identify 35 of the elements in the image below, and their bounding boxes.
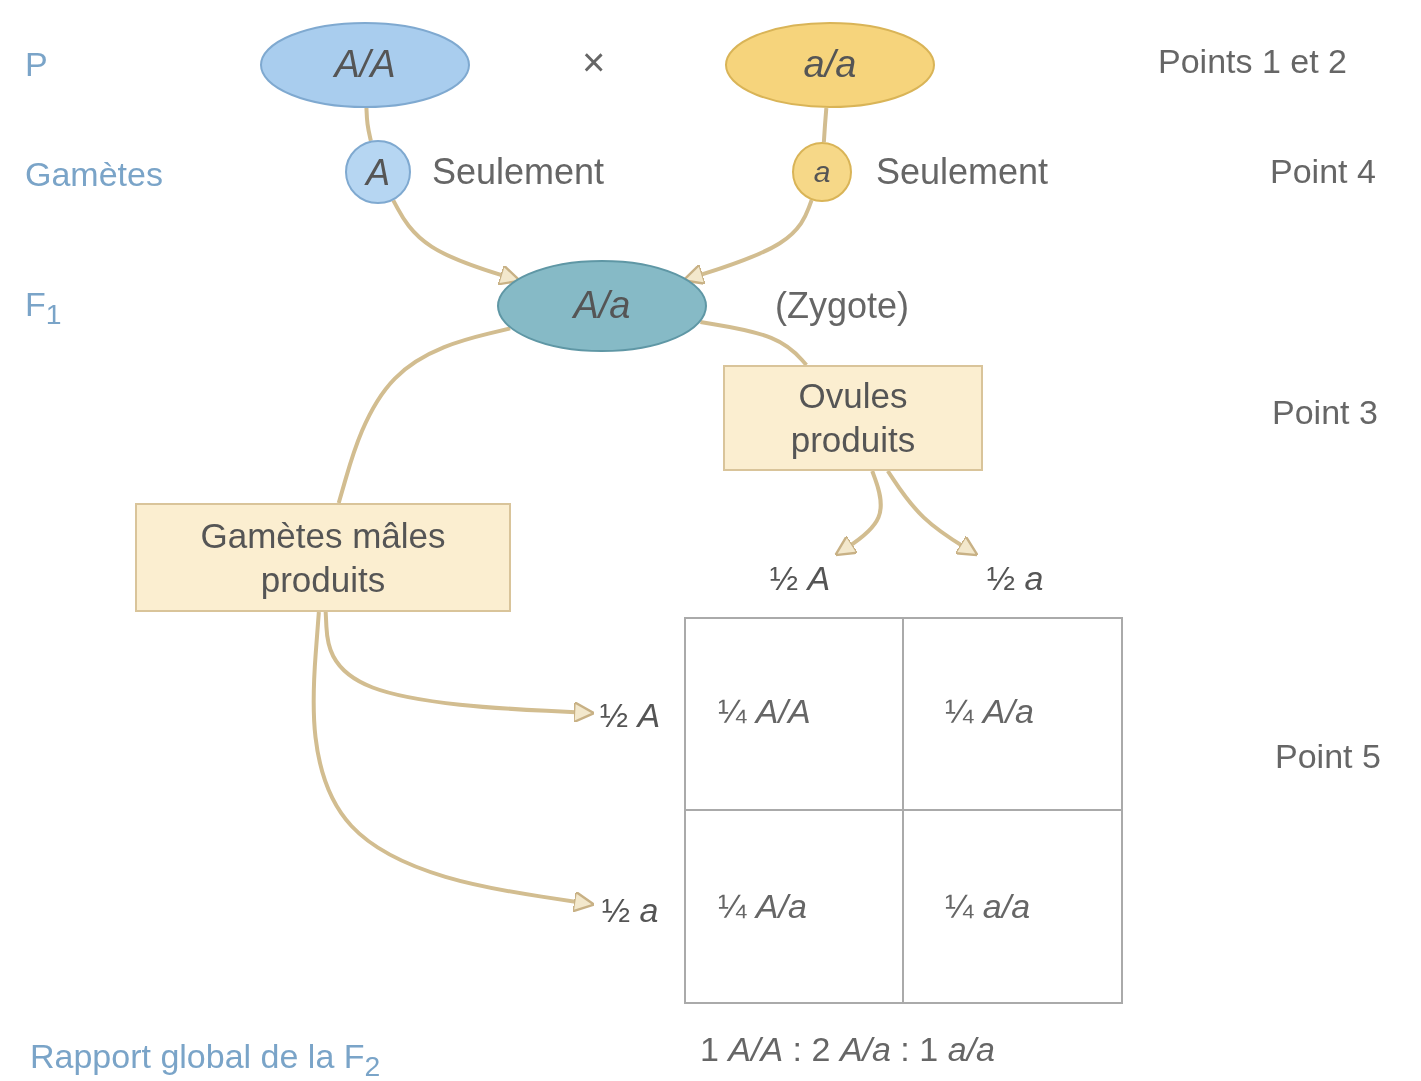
connector-line: [336, 326, 511, 504]
punnett-cell-text: ¼ A/a: [718, 887, 807, 926]
process-box: Ovules produits: [723, 365, 983, 471]
allele-fraction: ½ a: [590, 885, 670, 935]
arrow: [682, 199, 814, 285]
punnett-cell-text: ¼ a/a: [945, 887, 1031, 926]
process-box: Gamètes mâles produits: [135, 503, 511, 612]
summary-label: Rapport global de la F$_{2}$: [30, 1037, 381, 1081]
zygote-ellipse: A/a: [497, 260, 707, 352]
note-label: Points 1 et 2: [1158, 42, 1347, 81]
connector-line: [700, 320, 808, 367]
punnett-cell-text: ¼ A/A: [718, 692, 811, 731]
connector-line: [364, 107, 373, 142]
arrow: [323, 611, 596, 724]
arrow: [834, 470, 883, 557]
cross-sign: ×: [582, 40, 606, 85]
allele-fraction: ½ a: [970, 553, 1060, 603]
allele-fraction: ½ A: [590, 690, 670, 740]
connector-line: [821, 107, 829, 143]
annotation-text: Seulement: [432, 151, 605, 193]
note-label: Point 5: [1275, 737, 1381, 776]
genotype-ellipse: A/A: [260, 22, 470, 108]
arrow: [311, 611, 596, 913]
generation-label: F$_{1}$: [25, 285, 62, 331]
annotation-text: Seulement: [876, 151, 1049, 193]
generation-label: P: [25, 45, 48, 84]
note-label: Point 3: [1272, 393, 1378, 432]
arrow: [886, 469, 979, 557]
note-label: Point 4: [1270, 152, 1376, 191]
genotype-ellipse: a/a: [725, 22, 935, 108]
ratio-text: 1 A/A : 2 A/a : 1 a/a: [700, 1030, 995, 1069]
punnett-cell-text: ¼ A/a: [945, 692, 1034, 731]
annotation-text: (Zygote): [775, 285, 910, 327]
generation-label: Gamètes: [25, 155, 163, 194]
allele-fraction: ½ A: [755, 553, 845, 603]
